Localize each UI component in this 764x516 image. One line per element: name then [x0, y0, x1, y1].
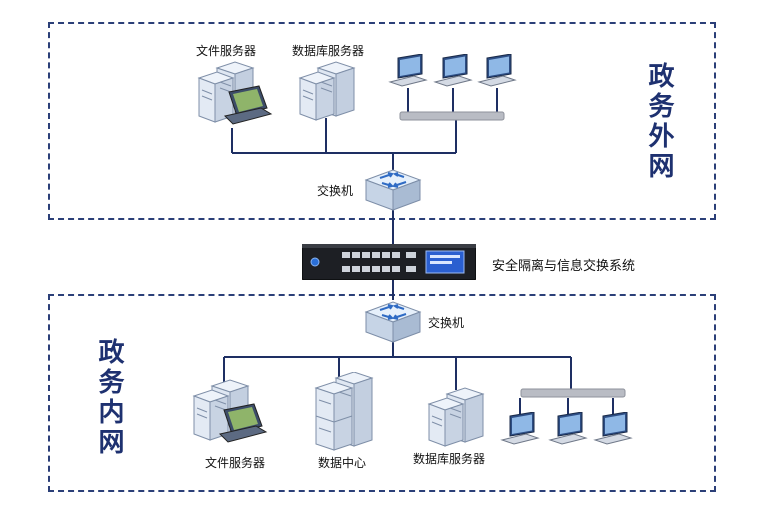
laptop-icon	[548, 412, 588, 445]
server-rack-icon	[298, 61, 356, 121]
switch-icon	[364, 169, 422, 211]
switch-icon	[364, 301, 422, 343]
outer-switch-label: 交换机	[317, 184, 354, 198]
server-rack-icon	[197, 61, 273, 125]
laptop-icon	[477, 54, 517, 87]
gateway-label: 安全隔离与信息交换系统	[492, 259, 636, 274]
server-rack-icon	[192, 379, 268, 443]
external-network-zone	[48, 22, 716, 220]
inner-switch-label: 交换机	[428, 316, 465, 330]
internal-network-title: 政务内网	[94, 338, 124, 458]
gateway-appliance-icon	[302, 244, 476, 280]
laptop-icon	[593, 412, 633, 445]
laptop-icon	[500, 412, 540, 445]
server-rack-icon	[314, 372, 374, 451]
internal-network-zone	[48, 294, 716, 492]
inner-db-server-label: 数据库服务器	[413, 452, 486, 466]
inner-file-server-label: 文件服务器	[205, 456, 266, 470]
outer-file-server-label: 文件服务器	[196, 44, 257, 58]
data-center-label: 数据中心	[318, 456, 367, 470]
outer-db-server-label: 数据库服务器	[292, 44, 365, 58]
laptop-icon	[433, 54, 473, 87]
server-rack-icon	[427, 387, 485, 447]
external-network-title: 政务外网	[644, 62, 674, 182]
laptop-icon	[388, 54, 428, 87]
